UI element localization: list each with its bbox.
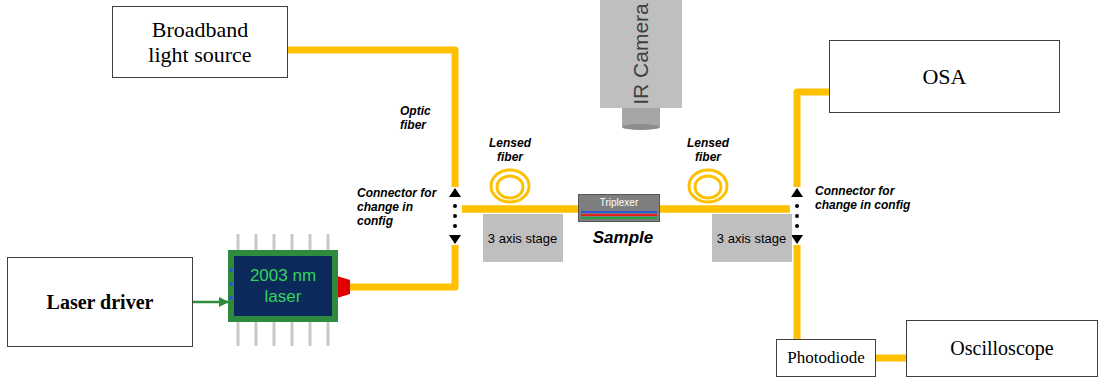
dot <box>795 204 799 208</box>
waveguide <box>581 211 657 213</box>
fiber-connector <box>448 187 462 245</box>
coil-loop <box>497 176 523 198</box>
coil-loop <box>689 170 727 202</box>
fiber-coil <box>491 170 529 202</box>
node-text: Triplexer <box>600 197 639 209</box>
stage-block: 3 axis stage <box>483 214 563 262</box>
waveguide <box>581 217 657 219</box>
optical-fiber <box>876 355 906 362</box>
laser-pad <box>229 282 233 286</box>
annotation-label: Connector for change in config <box>357 186 445 228</box>
annotation-label: Lensed fiber <box>683 136 733 164</box>
arrow-head <box>791 235 803 244</box>
coil-loop <box>491 170 529 202</box>
connector-gap <box>448 187 462 245</box>
laser-tip <box>337 276 350 298</box>
laser-pad <box>229 296 233 300</box>
arrow-head <box>449 235 461 244</box>
annotation-label: Connector for change in config <box>815 184 927 212</box>
node-text: 3 axis stage <box>488 231 557 246</box>
waveguide-lines <box>579 210 659 220</box>
dot <box>795 214 799 218</box>
instrument-box: Oscilloscope <box>906 320 1098 377</box>
source-box: Broadband light source <box>112 6 288 78</box>
laser-pad <box>229 268 233 272</box>
laser-module: 2003 nm laser <box>228 250 338 322</box>
control-arrow <box>193 301 228 304</box>
connector-gap <box>790 187 804 245</box>
annotation-label: Lensed fiber <box>485 136 535 164</box>
arrow-head <box>449 188 461 197</box>
node-text: Broadband light source <box>135 17 265 67</box>
camera-body: IR Camera <box>600 0 682 108</box>
optical-fiber <box>660 209 797 339</box>
annotation-label: Sample <box>570 228 676 248</box>
stage-block: 3 axis stage <box>712 214 792 262</box>
node-text: Photodiode <box>787 348 864 368</box>
node-text: Laser driver <box>47 291 154 314</box>
node-text: OSA <box>922 64 966 89</box>
node-text: 3 axis stage <box>717 231 786 246</box>
annotation-label: Optic fiber <box>400 104 450 132</box>
coil-loop <box>695 176 721 198</box>
dot <box>453 204 457 208</box>
optical-fiber <box>288 50 578 209</box>
fiber-connector <box>790 187 804 245</box>
instrument-box: OSA <box>829 40 1060 113</box>
arrow-head <box>791 188 803 197</box>
node-text: Oscilloscope <box>950 337 1053 360</box>
fiber-coil <box>689 170 727 202</box>
node-text: IR Camera <box>629 3 653 105</box>
dot <box>453 224 457 228</box>
node-text: 2003 nm laser <box>234 265 332 307</box>
sample-chip: Triplexer <box>578 194 660 222</box>
lens-face <box>622 124 660 130</box>
dot <box>453 214 457 218</box>
detector-box: Photodiode <box>776 339 876 377</box>
dot <box>795 224 799 228</box>
driver-box: Laser driver <box>7 257 193 347</box>
waveguide <box>581 214 657 216</box>
